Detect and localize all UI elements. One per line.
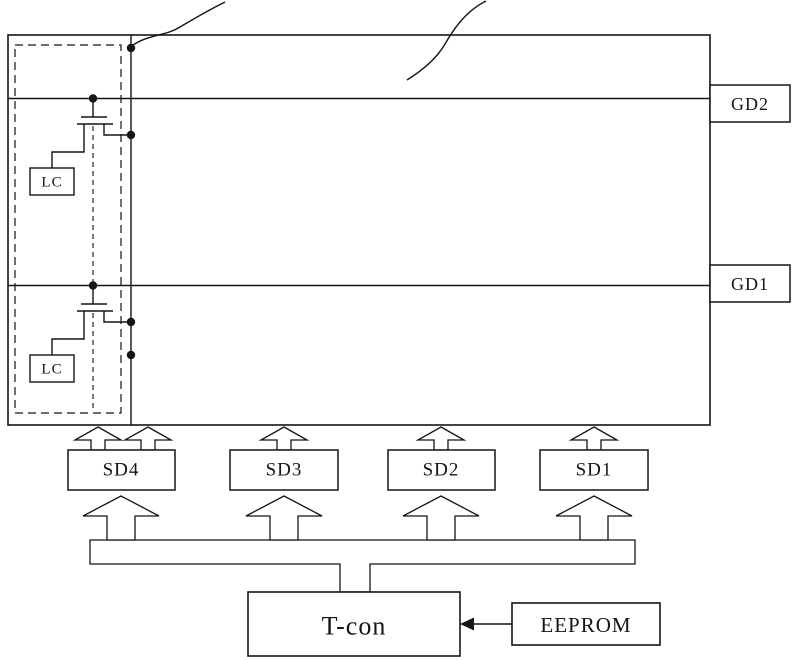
arrow-bus-to-sd3 (245, 495, 323, 541)
eeprom-box (511, 602, 661, 646)
lc-top-label: LC (41, 175, 62, 191)
sd4-label: SD4 (103, 460, 140, 481)
tcon-label: T-con (322, 612, 387, 641)
tft-transistor-bottom (51, 286, 131, 355)
arrow-bus-to-sd4 (82, 495, 160, 541)
leader-line-data-line (132, 1, 226, 46)
sd1-label: SD1 (576, 460, 613, 481)
connection-dot (126, 350, 136, 360)
connection-dot (88, 281, 98, 290)
sd2-box (387, 449, 496, 491)
gd2-label: GD2 (731, 94, 769, 114)
sd3-label: SD3 (266, 460, 303, 481)
arrow-sd3-to-panel (258, 426, 310, 451)
connection-dot (126, 317, 136, 327)
pixel-region-dashed-box (14, 44, 122, 414)
gd1-box (709, 264, 791, 303)
eeprom-label: EEPROM (540, 613, 631, 637)
sd4-box (67, 449, 176, 491)
lc-bottom-box (29, 354, 75, 383)
connection-dot (126, 43, 136, 53)
connection-dot (126, 130, 136, 140)
tft-transistor-top (51, 99, 131, 168)
lc-bottom-label: LC (41, 362, 62, 378)
sd2-label: SD2 (423, 460, 460, 481)
sd1-box (539, 449, 649, 491)
tcon-box (247, 591, 461, 657)
arrow-sd4-to-panel-right (122, 426, 174, 451)
sd3-box (229, 449, 339, 491)
gd2-box (709, 84, 791, 123)
arrow-bus-to-sd1 (555, 495, 633, 541)
connection-dot (88, 94, 98, 103)
panel-outline (7, 34, 711, 426)
arrow-sd2-to-panel (415, 426, 467, 451)
arrow-sd1-to-panel (568, 426, 620, 451)
gd1-label: GD1 (731, 274, 769, 294)
eeprom-to-tcon-arrowhead (460, 617, 474, 631)
arrow-sd4-to-panel-left (72, 426, 124, 451)
arrow-bus-to-sd2 (402, 495, 480, 541)
leader-line-panel (406, 0, 487, 81)
tcon-bus-outline (89, 539, 636, 593)
lc-top-box (29, 167, 75, 196)
